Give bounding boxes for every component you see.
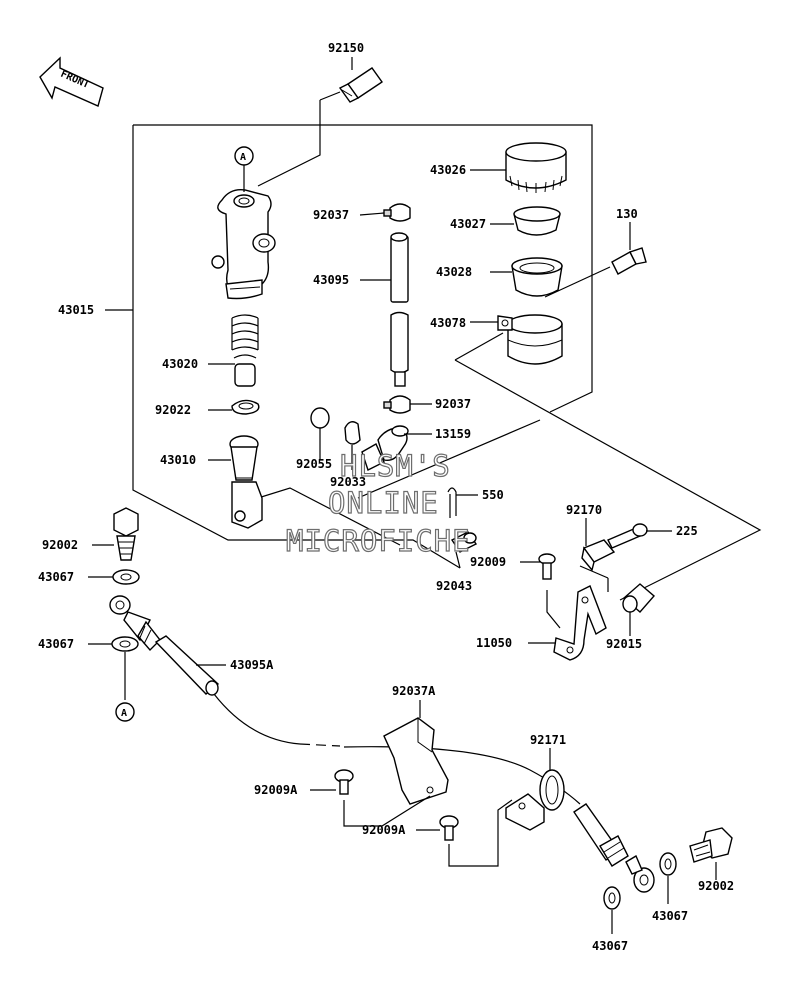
watermark-line-3: MICROFICHE [286,524,471,558]
label-550: 550 [482,488,504,502]
label-43026: 43026 [430,163,466,177]
label-92022: 92022 [155,403,191,417]
reference-marker-a-bottom: A [115,702,135,722]
label-43095A: 43095A [230,658,274,672]
label-92033: 92033 [330,475,366,489]
label-43067-upper: 43067 [38,570,74,584]
label-92170: 92170 [566,503,602,517]
screw-92009A-lower [439,799,513,867]
label-92037A: 92037A [392,684,436,698]
clamp-92037-top [383,203,411,222]
clamp-92037-mid [383,395,411,414]
fitting-13159 [361,425,409,471]
circlip-92022 [231,399,260,415]
banjo-bolt-92002-right [689,827,733,863]
watermark-line-1: HLSM'S [340,449,451,483]
assembly-outline [105,124,762,601]
washer-43067-lower [111,636,139,700]
reference-marker-a-top: A [234,146,254,192]
label-92002-left: 92002 [42,538,78,552]
banjo-bolt-92002-left [113,507,139,561]
washer-43067-upper [112,569,140,585]
label-92009: 92009 [470,555,506,569]
watermark-line-2: ONLINE [328,486,439,520]
label-43010: 43010 [160,453,196,467]
label-11050: 11050 [476,636,512,650]
diaphragm-plate-43027 [513,206,561,236]
label-92043: 92043 [436,579,472,593]
label-43095: 43095 [313,273,349,287]
o-ring-92055 [310,407,330,460]
front-direction-arrow: FRONT [39,56,104,107]
master-cylinder-body [211,189,276,300]
hose-holder-92037A [383,700,449,805]
bracket-92170 [579,539,616,579]
diaphragm-43028 [511,257,563,297]
label-92037-top: 92037 [313,208,349,222]
washer-43067-right [659,852,677,904]
label-92009A-lower: 92009A [362,823,406,837]
part-labels: 92150 43026 92037 43027 130 43095 43028 … [38,41,734,953]
screw-92009A-upper [334,769,431,827]
hose-43095 [390,232,409,387]
leader-lines [88,57,717,880]
label-43028: 43028 [436,265,472,279]
washer-43067-bottom [603,886,621,934]
label-43027: 43027 [450,217,486,231]
reservoir-cap-43026 [505,142,567,193]
hose-clamp-92171 [505,748,565,831]
reservoir-43078 [497,314,563,365]
label-92002-right: 92002 [698,879,734,893]
label-92150: 92150 [328,41,364,55]
banjo-bolt-92150 [319,67,383,125]
screw-225 [607,523,648,549]
pushrod-43010 [229,435,263,529]
label-43067-right: 43067 [652,909,688,923]
watermark: HLSM'S ONLINE MICROFICHE [285,448,471,558]
hose-lower-end [573,803,655,893]
collar-92015 [622,583,655,613]
label-43067-bottom: 43067 [592,939,628,953]
label-92009A-upper: 92009A [254,783,298,797]
cotter-pin-550 [447,487,457,518]
label-43015: 43015 [58,303,94,317]
bracket-11050 [553,578,609,661]
reference-a-top-label: A [240,152,246,163]
circlip-92033 [344,421,361,470]
label-92015: 92015 [606,637,642,651]
label-43020: 43020 [162,357,198,371]
label-130: 130 [616,207,638,221]
label-92171: 92171 [530,733,566,747]
spring-43020 [231,314,259,387]
label-92055: 92055 [296,457,332,471]
screw-92009 [538,553,561,629]
bolt-130 [611,247,647,275]
label-13159: 13159 [435,427,471,441]
label-43067-lower: 43067 [38,637,74,651]
label-43078: 43078 [430,316,466,330]
reference-a-bottom-label: A [121,708,127,719]
pin-92043 [450,531,478,569]
label-225: 225 [676,524,698,538]
label-92037-mid: 92037 [435,397,471,411]
